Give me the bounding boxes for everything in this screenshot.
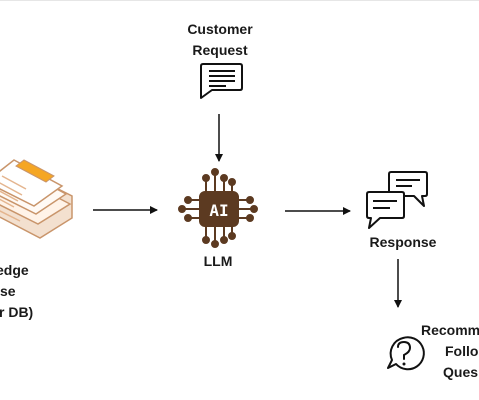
customer-request-label-line1: Customer <box>187 21 253 37</box>
knowledge-base-label-line3: r DB) <box>0 304 34 320</box>
knowledge-base-label-line1: edge <box>0 262 29 278</box>
llm-label: LLM <box>190 251 246 272</box>
top-border <box>0 0 479 1</box>
recommended-label-line2: Follo <box>445 343 479 359</box>
response-label: Response <box>358 232 448 253</box>
response-label-text: Response <box>369 234 437 250</box>
customer-request-label-line2: Request <box>192 42 248 58</box>
recommended-label: Recomm Follo Ques <box>421 320 479 383</box>
question-bubble-icon <box>387 336 425 371</box>
ai-chip-text: AI <box>209 201 228 220</box>
customer-request-label: Customer Request <box>170 19 270 61</box>
chat-bubbles-icon <box>366 171 428 229</box>
llm-label-text: LLM <box>203 253 233 269</box>
knowledge-base-label: edge se r DB) <box>0 260 50 323</box>
recommended-label-line1: Recomm <box>421 322 479 338</box>
recommended-label-line3: Ques <box>443 364 479 380</box>
ai-chip-icon <box>178 168 258 248</box>
chat-bubble-text-icon <box>200 63 243 99</box>
documents-stack-icon <box>0 159 73 239</box>
knowledge-base-label-line2: se <box>0 283 16 299</box>
